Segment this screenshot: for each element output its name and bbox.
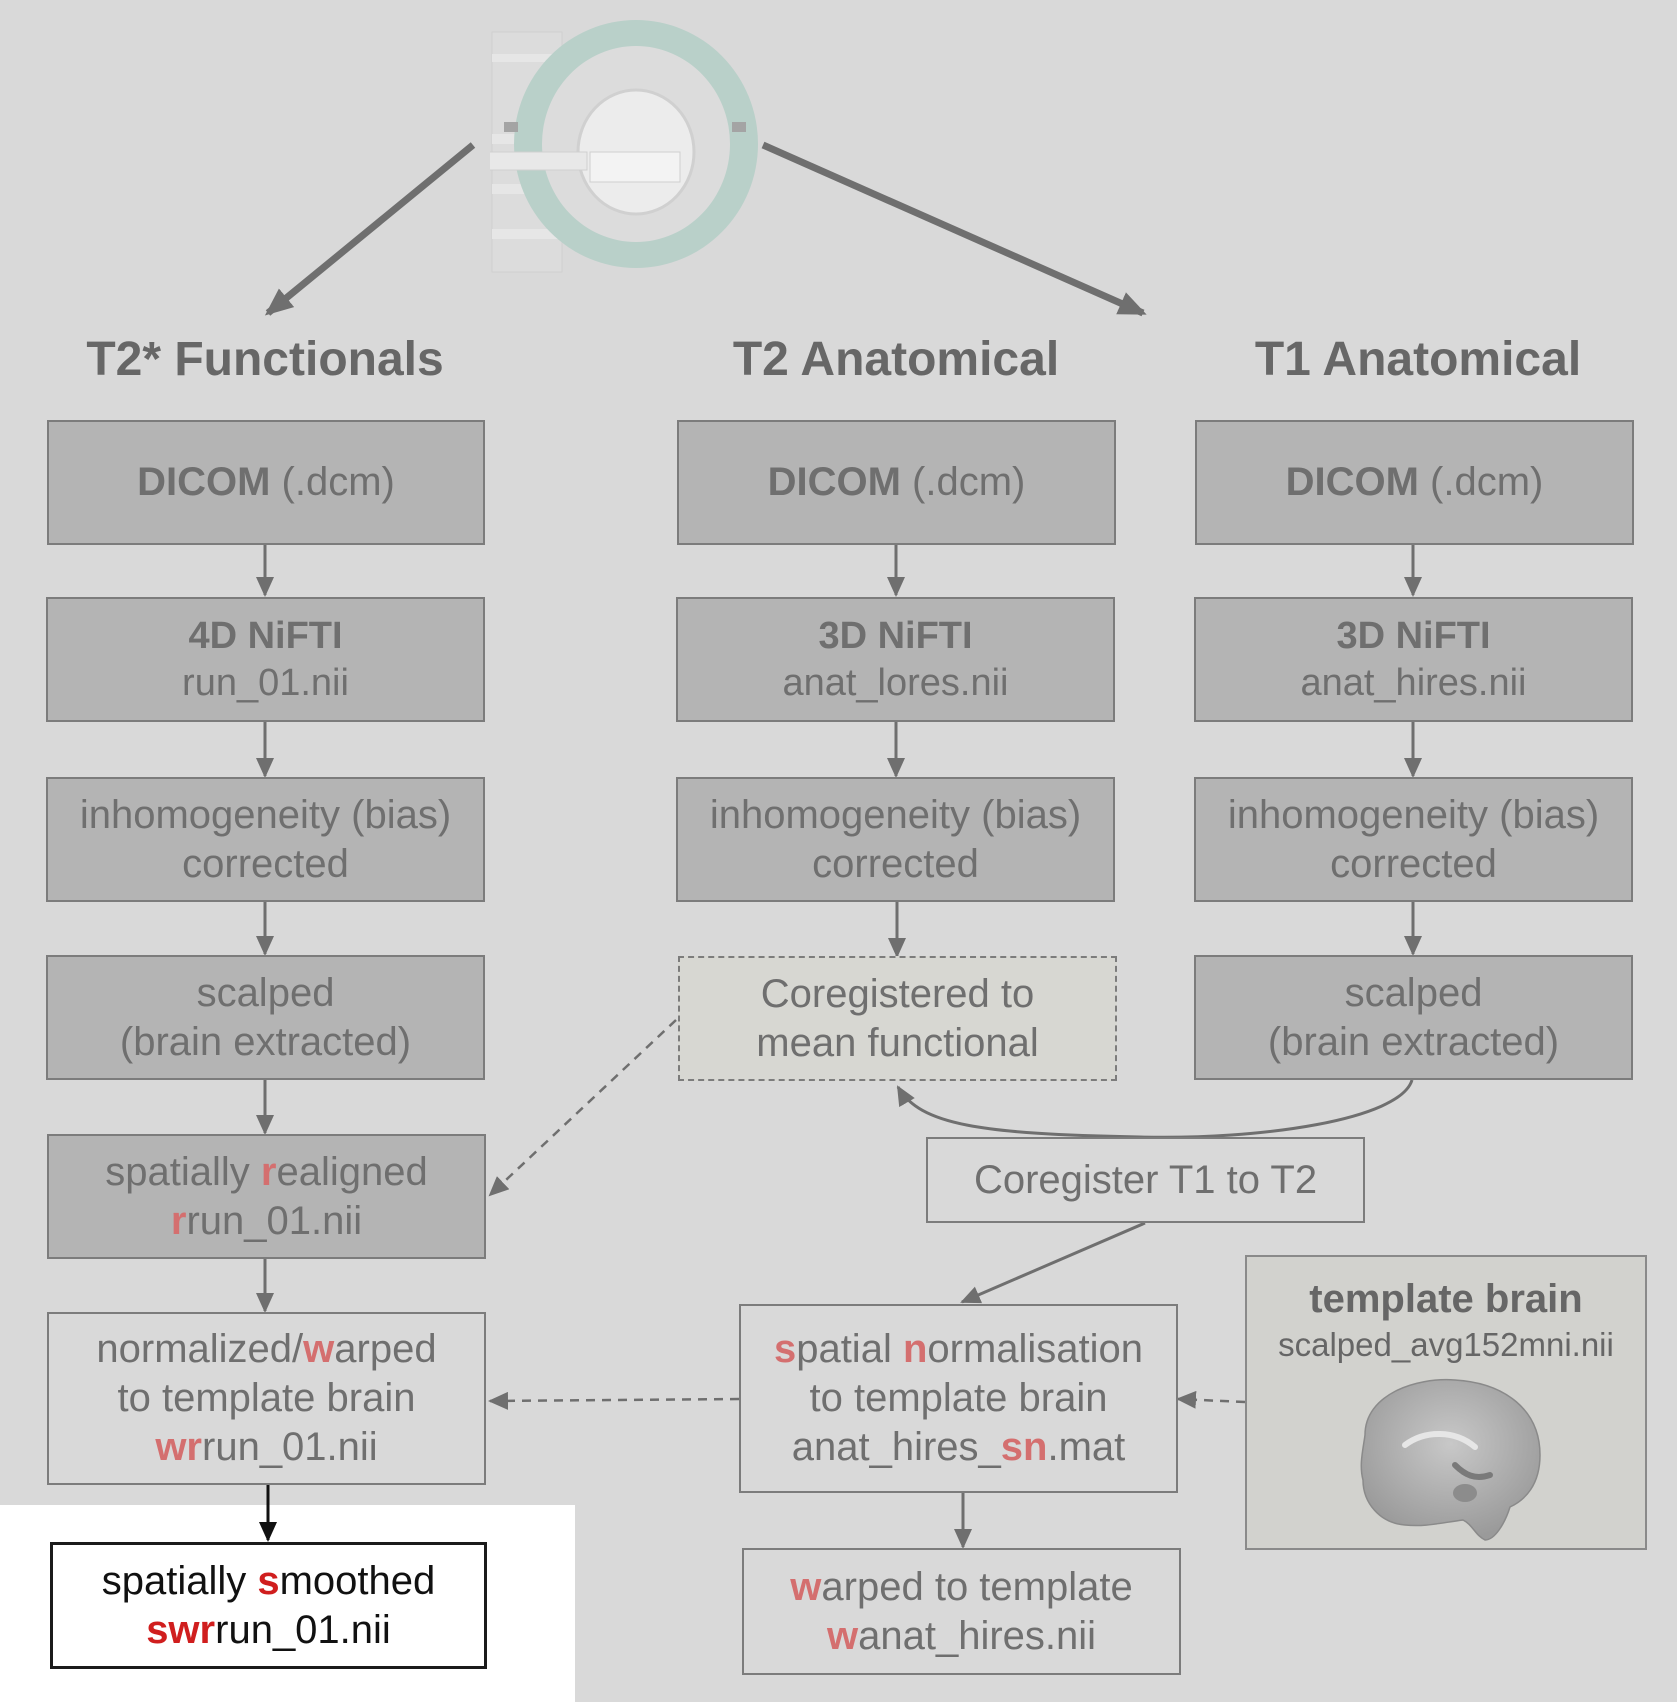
smoothed-file-prefix: swr <box>146 1607 216 1652</box>
scalped-line1: scalped <box>196 970 335 1015</box>
bias-line2: corrected <box>182 841 349 886</box>
coreg-line2: mean functional <box>756 1020 1039 1065</box>
dicom-extension: (.dcm) <box>900 460 1026 505</box>
normalized-text-a: normalized/ <box>96 1327 304 1372</box>
functional-normalized-box: normalized/warped to template brain wrru… <box>47 1312 486 1485</box>
sn-text-b: patial <box>796 1327 903 1372</box>
template-title: template brain <box>1309 1277 1583 1321</box>
warped-text: arped to template <box>821 1564 1133 1609</box>
bias-line1: inhomogeneity (bias) <box>1227 792 1600 837</box>
dicom-label: DICOM <box>767 460 901 505</box>
normalized-line2: to template brain <box>117 1376 416 1421</box>
nifti-title: 4D NiFTI <box>188 615 343 658</box>
smoothed-prefix-highlight: s <box>257 1558 280 1603</box>
smoothed-text-c: moothed <box>279 1558 436 1603</box>
spatial-normalisation-box: spatial normalisation to template brain … <box>739 1304 1178 1493</box>
normalized-file-prefix: wr <box>155 1424 202 1469</box>
nifti-title: 3D NiFTI <box>818 615 973 658</box>
t1-dicom-box: DICOM (.dcm) <box>1195 420 1634 545</box>
t2-nifti-box: 3D NiFTI anat_lores.nii <box>676 597 1115 722</box>
t2-dicom-box: DICOM (.dcm) <box>677 420 1116 545</box>
realigned-text-a: spatially <box>105 1149 261 1194</box>
sn-file-c: .mat <box>1047 1424 1126 1469</box>
sn-highlight-s: s <box>773 1327 797 1372</box>
warped-file: anat_hires.nii <box>858 1613 1097 1658</box>
coregister-label: Coregister T1 to T2 <box>973 1157 1318 1202</box>
coreg-line1: Coregistered to <box>760 971 1035 1016</box>
functional-realigned-box: spatially realigned rrun_01.nii <box>47 1134 486 1259</box>
nifti-title: 3D NiFTI <box>1336 615 1491 658</box>
t1-bias-box: inhomogeneity (bias) corrected <box>1194 777 1633 902</box>
warped-file-prefix: w <box>826 1613 859 1658</box>
smoothed-file: run_01.nii <box>215 1607 391 1652</box>
template-brain-box: template brain scalped_avg152mni.nii <box>1245 1255 1647 1550</box>
scalped-line2: (brain extracted) <box>1267 1019 1560 1064</box>
realigned-file-prefix: r <box>170 1198 187 1243</box>
coregister-to-normalisation <box>960 1221 1146 1304</box>
t1-scalped-box: scalped (brain extracted) <box>1194 955 1633 1080</box>
normalisation-to-normalized-dashed <box>488 1391 740 1410</box>
smoothed-text-a: spatially <box>101 1558 258 1603</box>
t1-nifti-box: 3D NiFTI anat_hires.nii <box>1194 597 1633 722</box>
normalized-text-c: arped <box>334 1327 437 1372</box>
warped-highlight: w <box>790 1564 822 1609</box>
bias-line2: corrected <box>1330 841 1497 886</box>
scalped-line1: scalped <box>1344 970 1483 1015</box>
t2-bias-box: inhomogeneity (bias) corrected <box>676 777 1115 902</box>
coregister-t1-to-t2-box: Coregister T1 to T2 <box>926 1137 1365 1223</box>
functional-smoothed-box: spatially smoothed swrrun_01.nii <box>50 1542 487 1669</box>
normalized-file: run_01.nii <box>202 1424 378 1469</box>
scanner-arrows <box>264 141 1147 317</box>
t2-column-arrows <box>887 545 906 958</box>
mri-scanner-icon <box>490 20 758 273</box>
brain-icon <box>1360 1378 1541 1541</box>
bias-line1: inhomogeneity (bias) <box>79 792 452 837</box>
functional-bias-box: inhomogeneity (bias) corrected <box>46 777 485 902</box>
t1-column-title: T1 Anatomical <box>1254 333 1582 386</box>
t2-coregistered-box: Coregistered to mean functional <box>678 956 1117 1081</box>
nifti-file: run_01.nii <box>182 661 349 704</box>
sn-file-highlight: sn <box>1000 1424 1048 1469</box>
t2-column-title: T2 Anatomical <box>732 333 1060 386</box>
realigned-file: run_01.nii <box>186 1198 363 1243</box>
functional-column-title: T2* Functionals <box>86 333 444 386</box>
dicom-extension: (.dcm) <box>1418 460 1544 505</box>
functional-scalped-box: scalped (brain extracted) <box>46 955 485 1080</box>
template-to-normalisation-dashed <box>1176 1390 1246 1409</box>
normalized-prefix-highlight: w <box>303 1327 335 1372</box>
sn-line2: to template brain <box>809 1376 1108 1421</box>
sn-highlight-n: n <box>902 1327 928 1372</box>
dicom-extension: (.dcm) <box>270 460 395 505</box>
scalped-line2: (brain extracted) <box>119 1019 412 1064</box>
coreg-to-realigned-dashed <box>488 1019 677 1197</box>
dicom-label: DICOM <box>1285 460 1419 505</box>
warped-to-template-box: warped to template wanat_hires.nii <box>742 1548 1181 1675</box>
nifti-file: anat_hires.nii <box>1300 661 1527 704</box>
functional-dicom-box: DICOM (.dcm) <box>47 420 485 545</box>
realigned-text-c: ealigned <box>276 1149 428 1194</box>
nifti-file: anat_lores.nii <box>782 661 1009 704</box>
template-file: scalped_avg152mni.nii <box>1278 1326 1614 1363</box>
realigned-prefix-highlight: r <box>260 1149 277 1194</box>
bias-line2: corrected <box>812 841 979 886</box>
functional-nifti-box: 4D NiFTI run_01.nii <box>46 597 485 722</box>
sn-text-d: ormalisation <box>927 1327 1144 1372</box>
dicom-label: DICOM <box>137 460 271 505</box>
bias-line1: inhomogeneity (bias) <box>709 792 1082 837</box>
sn-file-a: anat_hires_ <box>791 1424 1001 1469</box>
coregister-curve <box>896 1079 1414 1139</box>
